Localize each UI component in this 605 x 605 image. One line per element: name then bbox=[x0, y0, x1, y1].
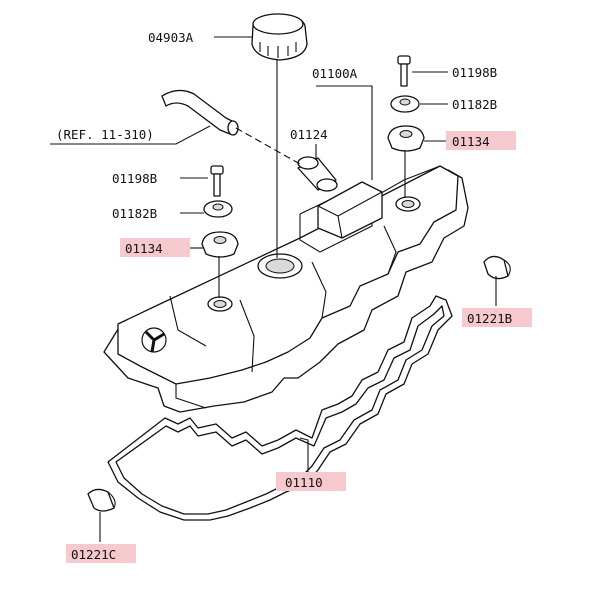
highlight-grommet-right bbox=[446, 131, 516, 150]
label-gasket[interactable]: 01110 bbox=[285, 475, 323, 490]
label-bolt-right[interactable]: 01198B bbox=[452, 65, 497, 80]
bolt-right bbox=[397, 55, 411, 87]
label-grommet-left[interactable]: 01134 bbox=[125, 241, 163, 256]
label-bolt-left[interactable]: 01198B bbox=[112, 171, 157, 186]
washer-right bbox=[390, 95, 420, 113]
semicircular-plug-right bbox=[483, 255, 511, 280]
leader-lines bbox=[50, 36, 497, 542]
label-washer-left[interactable]: 01182B bbox=[112, 206, 157, 221]
grommet-left bbox=[201, 231, 239, 258]
grommet-right bbox=[387, 125, 425, 152]
bolt-left bbox=[210, 165, 224, 197]
logo-mark bbox=[141, 327, 167, 353]
pcv-pipe bbox=[297, 156, 338, 192]
label-grommet-right[interactable]: 01134 bbox=[452, 134, 490, 149]
part-labels: 04903A 01100A 01198B 01182B 01134 01124 … bbox=[56, 30, 532, 563]
label-filler-cap[interactable]: 04903A bbox=[148, 30, 194, 45]
label-pcv-pipe[interactable]: 01124 bbox=[290, 127, 328, 142]
valve-cover-body bbox=[103, 165, 469, 413]
label-washer-right[interactable]: 01182B bbox=[452, 97, 497, 112]
oil-filler-cap bbox=[251, 13, 308, 61]
label-reference[interactable]: (REF. 11-310) bbox=[56, 127, 154, 142]
highlight-grommet-left bbox=[120, 238, 190, 257]
washer-left bbox=[203, 200, 233, 218]
label-plug-right[interactable]: 01221B bbox=[467, 311, 512, 326]
label-rocker-cover[interactable]: 01100A bbox=[312, 66, 358, 81]
semicircular-plug-left bbox=[87, 488, 116, 512]
label-plug-left[interactable]: 01221C bbox=[71, 547, 116, 562]
highlight-gasket bbox=[276, 472, 346, 491]
highlight-plug-left bbox=[66, 544, 136, 563]
breather-hose bbox=[161, 89, 239, 136]
rocker-cover-gasket bbox=[107, 295, 453, 521]
highlight-plug-right bbox=[462, 308, 532, 327]
